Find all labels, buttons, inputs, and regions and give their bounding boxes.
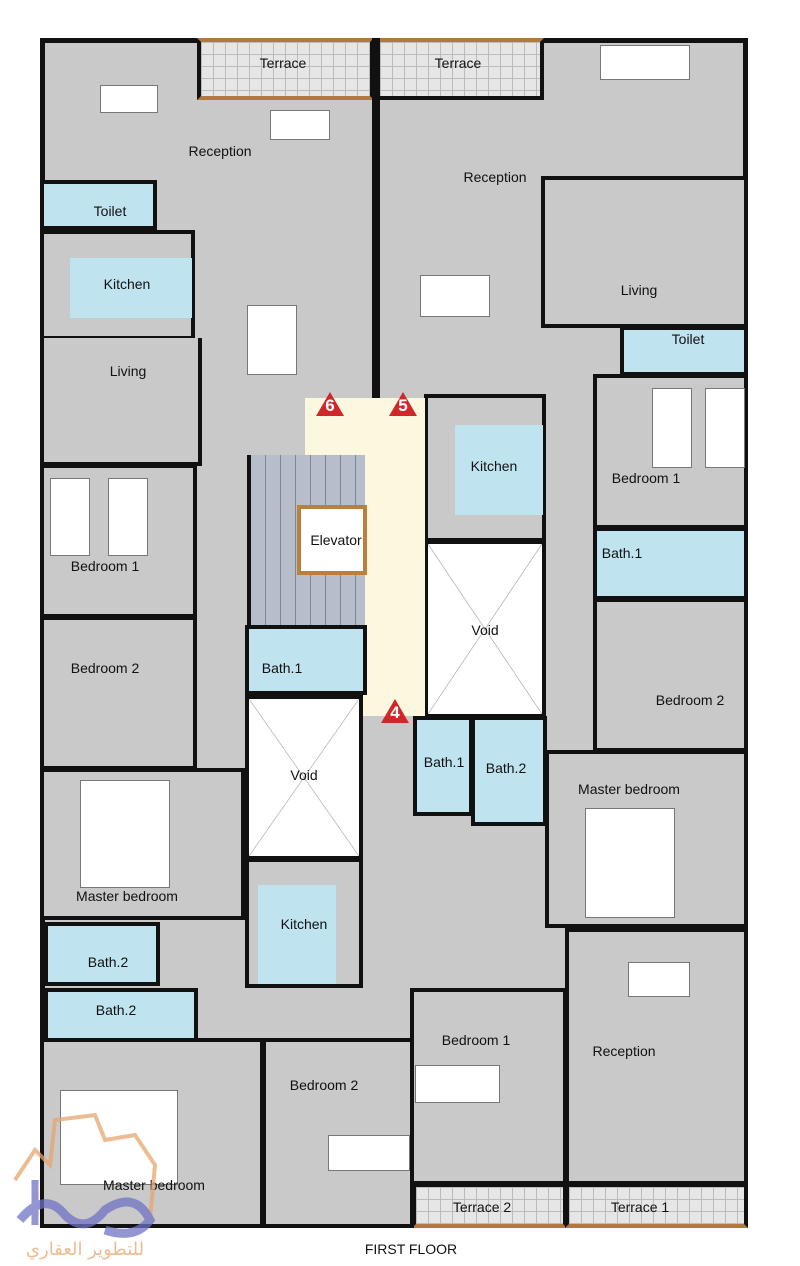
unit-number: 6 xyxy=(325,396,335,415)
void-center xyxy=(424,540,546,718)
room-label: Bedroom 2 xyxy=(655,692,725,708)
room-label: Bath.1 xyxy=(423,754,465,770)
room-label: Bath.2 xyxy=(87,954,129,970)
terrace-1 xyxy=(565,1183,748,1228)
living-left xyxy=(40,338,202,466)
room-label: Bedroom 2 xyxy=(70,660,140,676)
room-label: Kitchen xyxy=(103,276,151,292)
bed xyxy=(585,808,675,918)
room-label: Reception xyxy=(188,143,252,159)
unit-marker-6: 6 xyxy=(316,392,344,416)
bed xyxy=(652,388,692,468)
room-label: Kitchen xyxy=(280,916,328,932)
unit-number: 5 xyxy=(398,396,408,415)
room-label: Reception xyxy=(463,169,527,185)
elevator xyxy=(297,505,367,575)
room-label: Elevator xyxy=(310,532,362,548)
void-left xyxy=(245,695,363,860)
bath1-right xyxy=(593,527,748,600)
bed xyxy=(328,1135,410,1171)
toilet-right xyxy=(620,326,748,376)
unit-marker-5: 5 xyxy=(389,392,417,416)
room-label: Bath.1 xyxy=(601,545,643,561)
bedroom2-bottom xyxy=(262,1038,414,1228)
kitchen-lower-floor xyxy=(258,885,336,984)
room-label: Void xyxy=(290,767,318,783)
floor-caption: FIRST FLOOR xyxy=(364,1241,458,1257)
party-wall xyxy=(372,38,380,398)
bedroom2-right xyxy=(593,598,748,752)
unit-marker-4: 4 xyxy=(381,699,409,723)
room-label: Terrace xyxy=(259,55,307,71)
room-label: Terrace xyxy=(434,55,482,71)
terrace-left xyxy=(197,38,374,100)
room-label: Bedroom 1 xyxy=(70,558,140,574)
room-label: Toilet xyxy=(671,331,705,347)
bath1-core xyxy=(245,625,367,695)
terrace-2 xyxy=(412,1183,567,1228)
room-label: Bath.1 xyxy=(261,660,303,676)
bath2-left-upper xyxy=(44,922,160,986)
room-label: Reception xyxy=(592,1043,656,1059)
dining-table xyxy=(247,305,297,375)
room-label: Toilet xyxy=(93,203,127,219)
living-right xyxy=(541,176,748,328)
room-label: Void xyxy=(471,622,499,638)
bed xyxy=(415,1065,500,1103)
room-label: Terrace 2 xyxy=(452,1199,512,1215)
unit-number: 4 xyxy=(390,703,400,722)
kitchen-center-floor xyxy=(455,425,543,515)
room-label: Kitchen xyxy=(470,458,518,474)
room-label: Master bedroom xyxy=(76,888,178,904)
bedroom2-left xyxy=(40,616,197,770)
toilet-left xyxy=(40,180,157,230)
room-label: Terrace 1 xyxy=(610,1199,670,1215)
bed xyxy=(50,478,90,556)
svg-text:للتطوير العقاري: للتطوير العقاري xyxy=(26,1239,144,1260)
dining-table xyxy=(628,962,690,997)
bed xyxy=(705,388,745,468)
room-label: Bedroom 1 xyxy=(611,470,681,486)
room-label: Bath.2 xyxy=(95,1002,137,1018)
sofa xyxy=(600,45,690,80)
room-label: Bedroom 2 xyxy=(289,1077,359,1093)
terrace-right xyxy=(376,38,544,100)
room-label: Living xyxy=(109,363,147,379)
company-logo: للتطوير العقاري xyxy=(13,1112,158,1260)
bed xyxy=(108,478,148,556)
coffee-table xyxy=(100,85,158,113)
room-label: Bath.2 xyxy=(485,760,527,776)
room-label: Bedroom 1 xyxy=(441,1032,511,1048)
bed xyxy=(80,780,170,888)
bath2-unit4 xyxy=(471,716,547,826)
dining-table xyxy=(420,275,490,317)
room-label: Master bedroom xyxy=(578,781,680,797)
room-label: Living xyxy=(620,282,658,298)
sofa xyxy=(270,110,330,140)
kitchen-left-floor xyxy=(70,258,192,318)
